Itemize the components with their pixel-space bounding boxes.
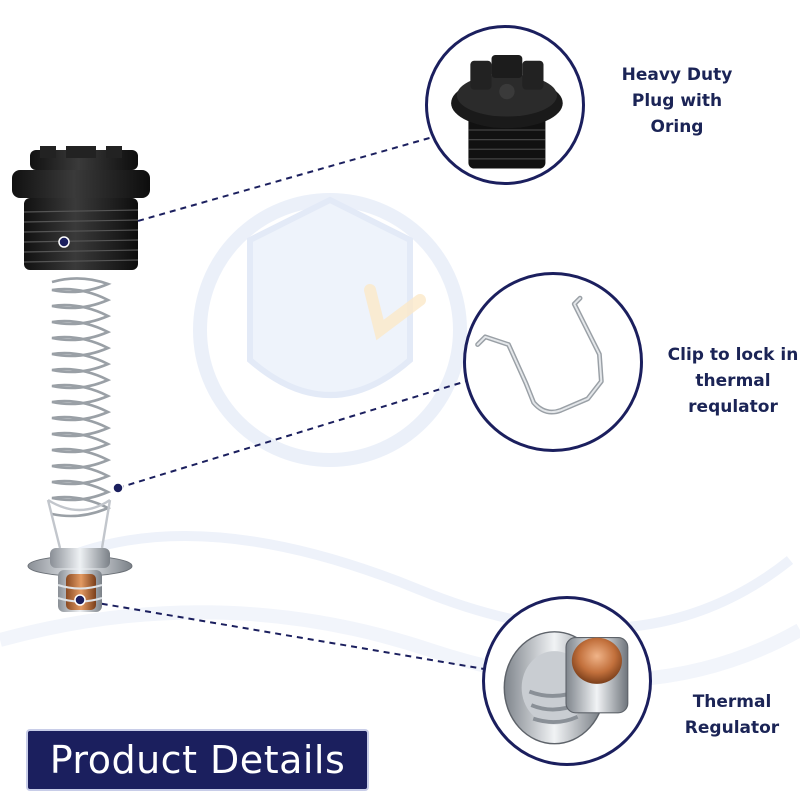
plug-detail-image [451, 54, 563, 169]
plug-anchor-dot [58, 236, 70, 248]
regulator-detail-circle [482, 596, 652, 766]
regulator-detail-image [503, 631, 629, 745]
clip-detail-circle [463, 272, 643, 452]
regulator-anchor-dot [74, 594, 86, 606]
regulator-part [27, 548, 133, 612]
clip-label-line-2: thermal [695, 371, 771, 391]
plug-detail-circle [425, 25, 585, 185]
clip-label-line-1: Clip to lock in [667, 345, 799, 365]
plug-label-line-3: Oring [650, 117, 704, 137]
regulator-label-line-1: Thermal [692, 692, 772, 712]
plug-label-line-2: Plug with [631, 91, 723, 111]
clip-detail-image [475, 295, 604, 415]
regulator-label-line-2: Regulator [684, 718, 780, 738]
plug-label: Heavy Duty Plug with Oring [597, 62, 757, 140]
plug-label-line-1: Heavy Duty [621, 65, 733, 85]
clip-label-line-3: requlator [688, 397, 778, 417]
regulator-leader-line [79, 599, 491, 671]
spring-part [51, 277, 112, 518]
clip-part [46, 498, 112, 549]
clip-label: Clip to lock in thermal requlator [653, 342, 800, 420]
product-details-banner: Product Details [26, 729, 369, 791]
regulator-label: Thermal Regulator [652, 689, 800, 741]
product-details-banner-text: Product Details [49, 738, 346, 782]
plug-part [12, 146, 150, 270]
clip-anchor-dot [112, 482, 124, 494]
